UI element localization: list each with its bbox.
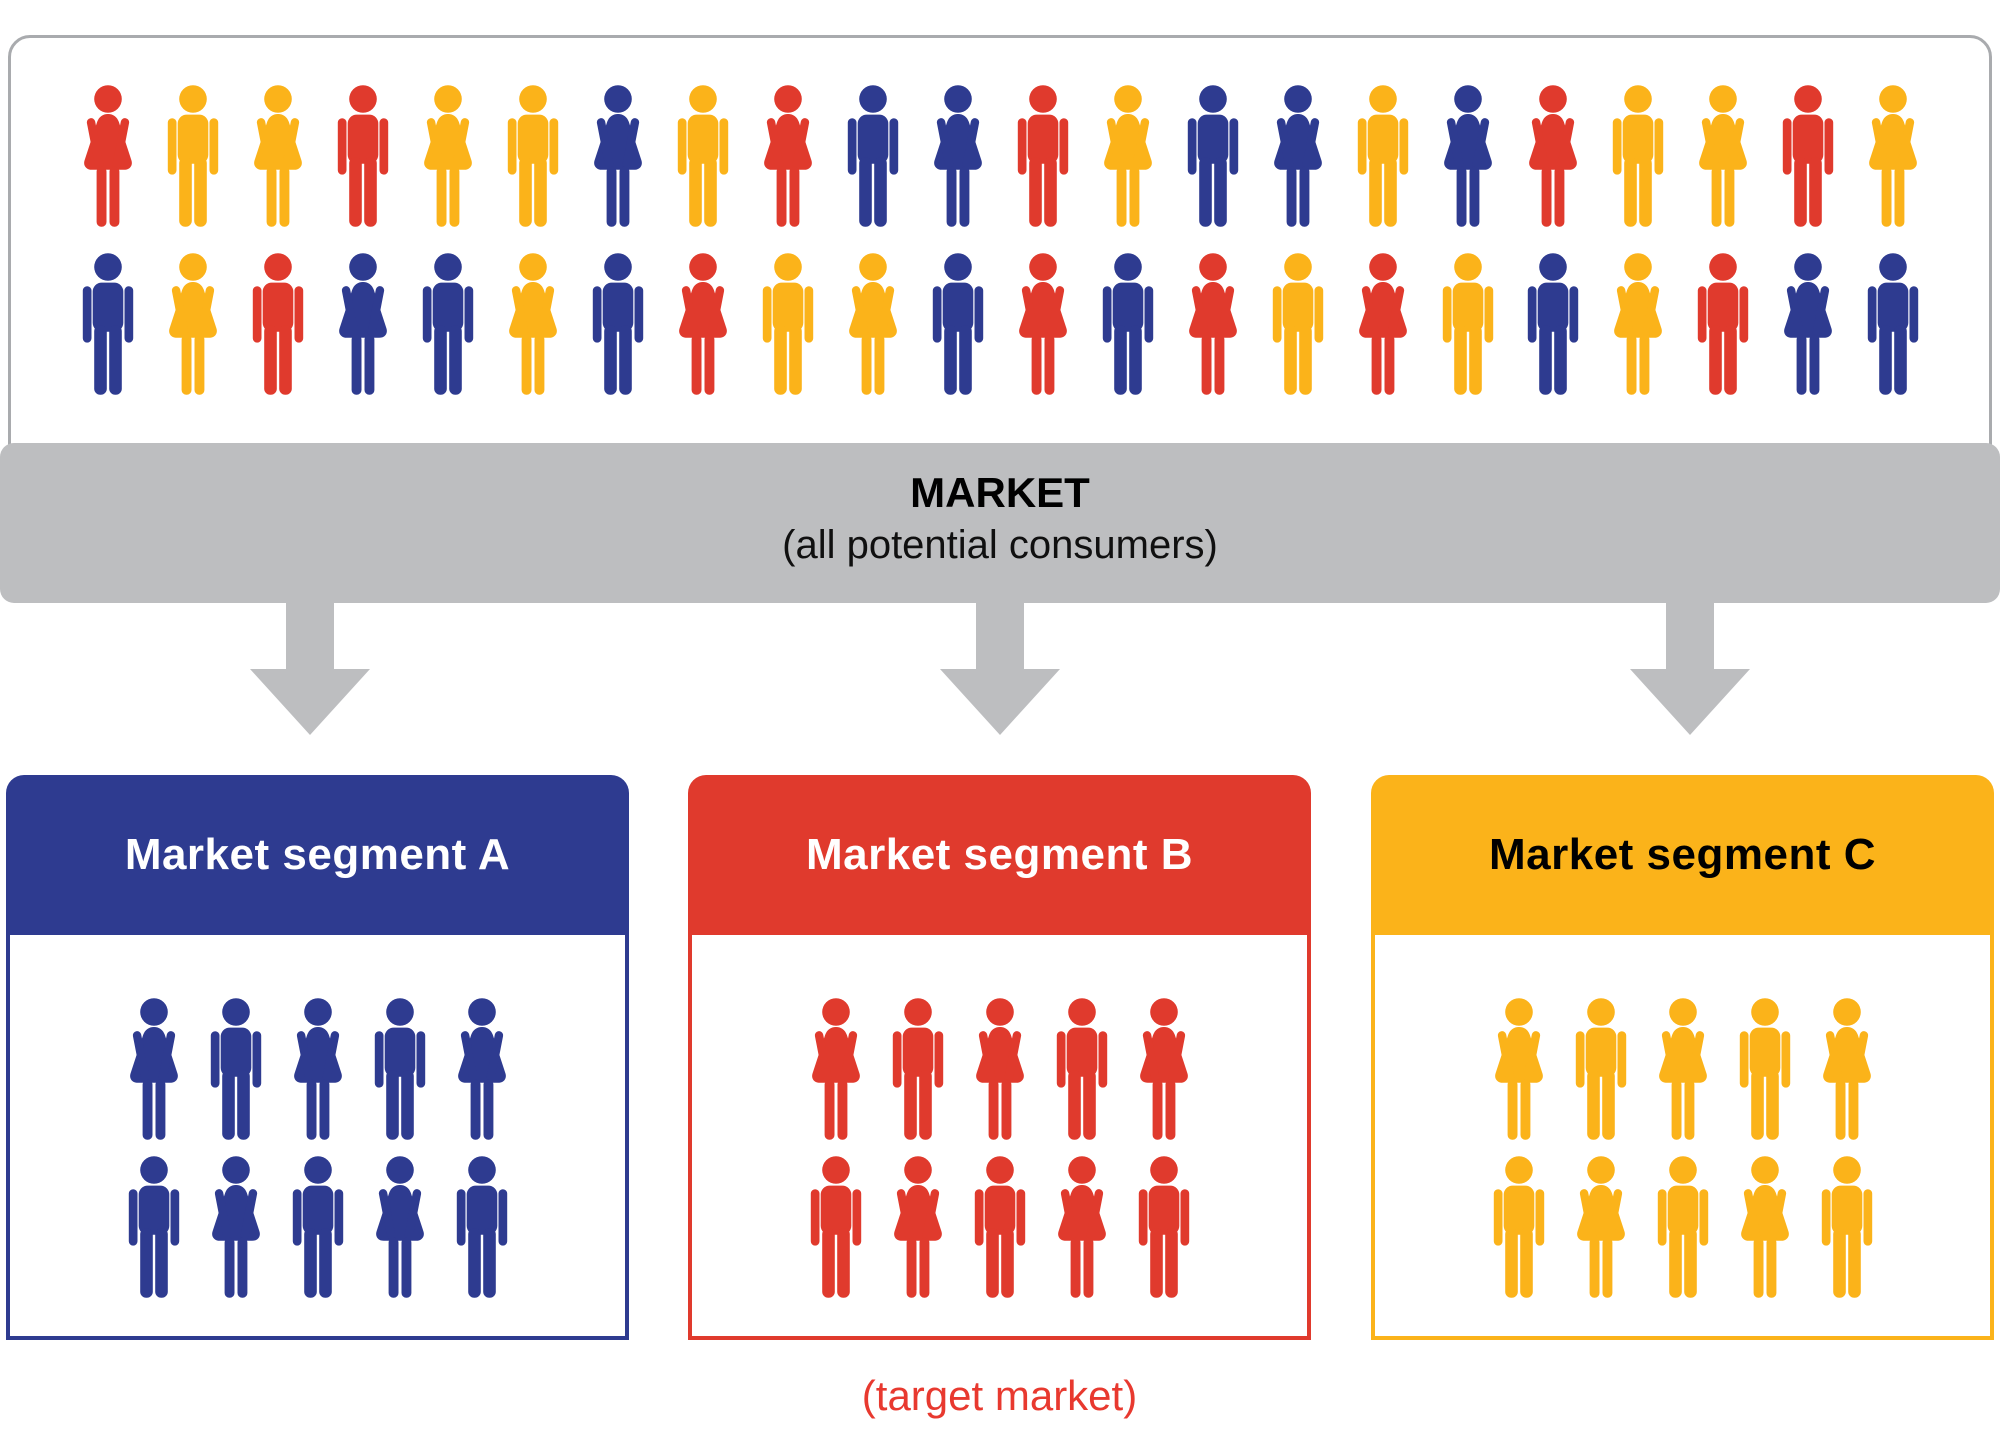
segment-b-people-row-2 — [806, 1155, 1194, 1299]
segment-c-people — [1371, 935, 1994, 1340]
person-icon-female — [673, 252, 733, 396]
person-icon-male — [673, 84, 733, 228]
segment-a-people-row-2 — [124, 1155, 512, 1299]
person-icon-female — [1653, 997, 1713, 1141]
person-icon-female — [1608, 252, 1668, 396]
person-icon-male — [843, 84, 903, 228]
person-icon-male — [206, 997, 266, 1141]
segment-c-header: Market segment C — [1371, 775, 1994, 935]
segment-a-people — [6, 935, 629, 1340]
person-icon-male — [452, 1155, 512, 1299]
segment-c-box: Market segment C — [1371, 775, 1994, 1340]
crowd-row-2 — [78, 252, 1923, 396]
person-icon-male — [1489, 1155, 1549, 1299]
person-icon-female — [928, 84, 988, 228]
segment-a-header: Market segment A — [6, 775, 629, 935]
person-icon-female — [806, 997, 866, 1141]
person-icon-female — [248, 84, 308, 228]
person-icon-male — [418, 252, 478, 396]
person-icon-male — [1608, 84, 1668, 228]
segment-b-people — [688, 935, 1311, 1340]
person-icon-female — [124, 997, 184, 1141]
person-icon-male — [1523, 252, 1583, 396]
person-icon-male — [1653, 1155, 1713, 1299]
person-icon-female — [1438, 84, 1498, 228]
person-icon-male — [1183, 84, 1243, 228]
person-icon-male — [1817, 1155, 1877, 1299]
market-band: MARKET (all potential consumers) — [0, 443, 2000, 603]
person-icon-female — [1693, 84, 1753, 228]
person-icon-female — [1134, 997, 1194, 1141]
down-arrow-icon-segment-b — [940, 603, 1060, 735]
person-icon-male — [888, 997, 948, 1141]
person-icon-male — [333, 84, 393, 228]
person-icon-female — [163, 252, 223, 396]
person-icon-male — [970, 1155, 1030, 1299]
person-icon-male — [248, 252, 308, 396]
person-icon-female — [1571, 1155, 1631, 1299]
person-icon-female — [1098, 84, 1158, 228]
person-icon-male — [1438, 252, 1498, 396]
person-icon-female — [370, 1155, 430, 1299]
person-icon-male — [1098, 252, 1158, 396]
down-arrow-icon-segment-a — [250, 603, 370, 735]
person-icon-male — [124, 1155, 184, 1299]
crowd-row-1 — [78, 84, 1923, 228]
segment-a-people-row-1 — [124, 997, 512, 1141]
person-icon-male — [1735, 997, 1795, 1141]
person-icon-female — [588, 84, 648, 228]
market-population-panel — [8, 35, 1992, 489]
person-icon-female — [206, 1155, 266, 1299]
person-icon-male — [758, 252, 818, 396]
person-icon-female — [1523, 84, 1583, 228]
person-icon-male — [288, 1155, 348, 1299]
person-icon-male — [588, 252, 648, 396]
person-icon-female — [1817, 997, 1877, 1141]
person-icon-female — [1353, 252, 1413, 396]
target-market-note: (target market) — [861, 1372, 1138, 1419]
person-icon-male — [78, 252, 138, 396]
person-icon-female — [1183, 252, 1243, 396]
person-icon-male — [1693, 252, 1753, 396]
segment-b-box: Market segment B — [688, 775, 1311, 1340]
person-icon-male — [1013, 84, 1073, 228]
person-icon-female — [970, 997, 1030, 1141]
down-arrow-icon-segment-c — [1630, 603, 1750, 735]
segment-c-people-row-1 — [1489, 997, 1877, 1141]
person-icon-female — [78, 84, 138, 228]
segment-a-box: Market segment A — [6, 775, 629, 1340]
person-icon-male — [1268, 252, 1328, 396]
person-icon-female — [288, 997, 348, 1141]
person-icon-female — [1735, 1155, 1795, 1299]
person-icon-female — [452, 997, 512, 1141]
person-icon-male — [1571, 997, 1631, 1141]
person-icon-male — [163, 84, 223, 228]
person-icon-male — [1863, 252, 1923, 396]
segment-b-header: Market segment B — [688, 775, 1311, 935]
person-icon-male — [503, 84, 563, 228]
person-icon-female — [503, 252, 563, 396]
person-icon-female — [1778, 252, 1838, 396]
person-icon-female — [888, 1155, 948, 1299]
person-icon-male — [1052, 997, 1112, 1141]
segment-c-people-row-2 — [1489, 1155, 1877, 1299]
market-band-title: MARKET — [910, 469, 1090, 516]
person-icon-male — [806, 1155, 866, 1299]
person-icon-female — [843, 252, 903, 396]
person-icon-female — [758, 84, 818, 228]
person-icon-male — [370, 997, 430, 1141]
person-icon-female — [1863, 84, 1923, 228]
person-icon-female — [1052, 1155, 1112, 1299]
person-icon-male — [1134, 1155, 1194, 1299]
person-icon-female — [333, 252, 393, 396]
market-band-subtitle: (all potential consumers) — [782, 523, 1218, 567]
person-icon-male — [1778, 84, 1838, 228]
person-icon-male — [928, 252, 988, 396]
person-icon-male — [1353, 84, 1413, 228]
segment-b-people-row-1 — [806, 997, 1194, 1141]
person-icon-female — [418, 84, 478, 228]
person-icon-female — [1013, 252, 1073, 396]
person-icon-female — [1268, 84, 1328, 228]
person-icon-female — [1489, 997, 1549, 1141]
